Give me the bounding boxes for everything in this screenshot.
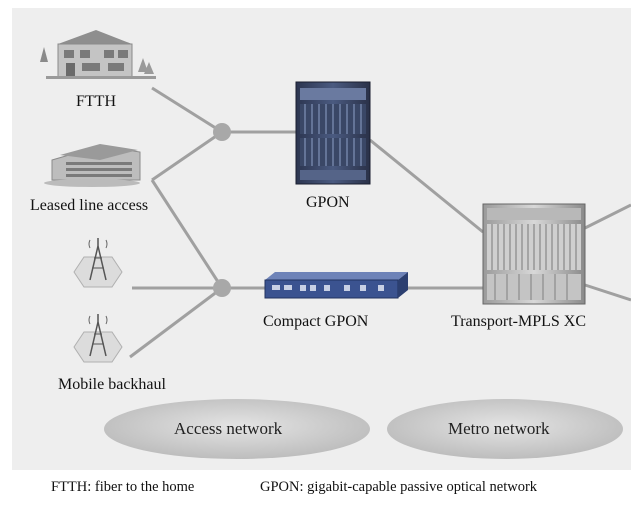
metro-network-region [387,399,623,459]
house-icon [40,30,156,79]
ftth-label: FTTH [76,93,116,110]
access-network-region [104,399,370,459]
gpon-rack-equipment [295,81,371,185]
access-network-label: Access network [174,419,283,438]
metro-network-label: Metro network [448,419,550,438]
mobile-backhaul-label: Mobile backhaul [58,376,166,393]
office-building-icon [44,144,141,187]
splitter-node-upper [213,123,231,141]
transport-mpls-xc-label: Transport-MPLS XC [451,313,586,330]
gpon-label: GPON [306,194,350,211]
transport-mpls-xc-equipment [482,203,586,305]
ftth-footnote: FTTH: fiber to the home [51,479,195,495]
splitter-node-lower [213,279,231,297]
cell-tower-icon [73,238,123,288]
compact-gpon-equipment [264,272,408,299]
leased-line-access-label: Leased line access [30,197,149,214]
compact-gpon-label: Compact GPON [263,313,369,330]
gpon-footnote: GPON: gigabit-capable passive optical ne… [260,479,538,495]
cell-tower-icon [73,314,123,363]
